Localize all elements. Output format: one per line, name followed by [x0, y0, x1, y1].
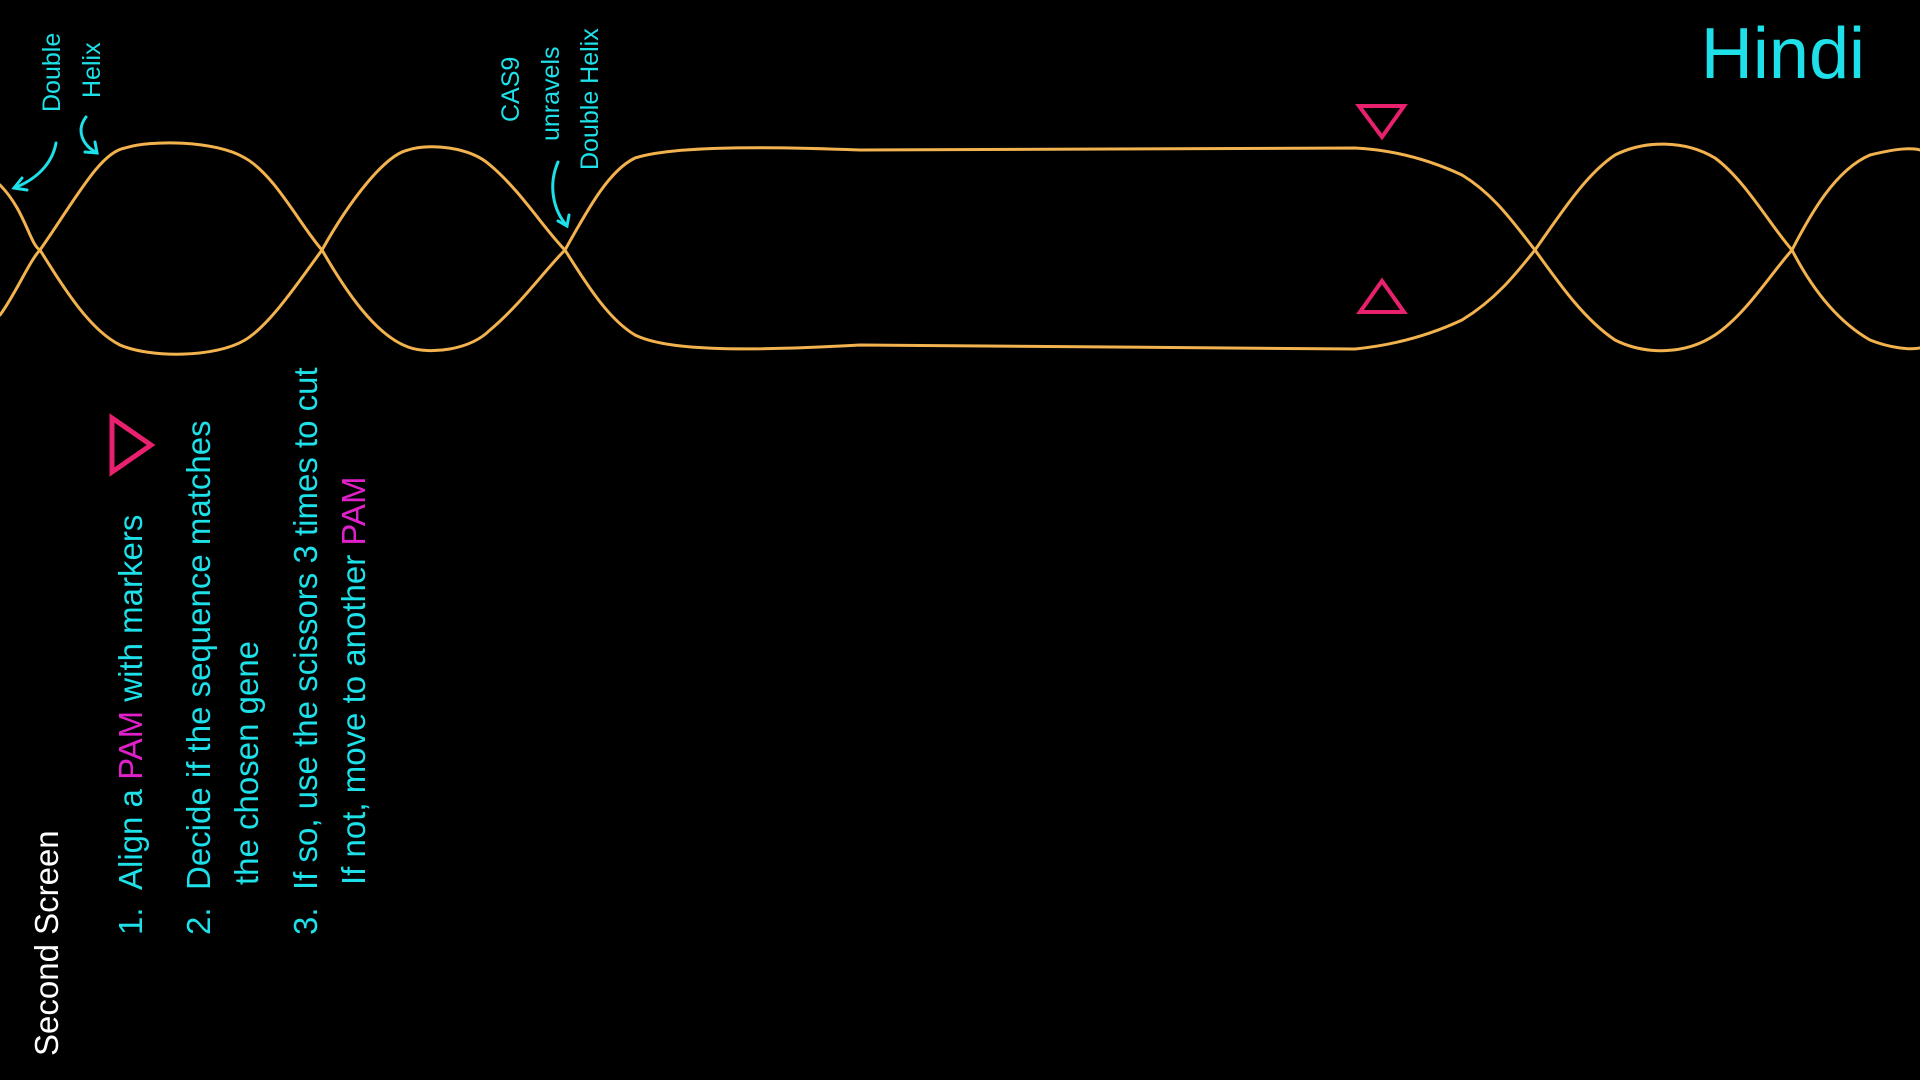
double-helix [0, 141, 1920, 356]
double-label: Double [38, 33, 66, 112]
language-title: Hindi [1701, 14, 1865, 94]
step-text: Align a [112, 780, 149, 890]
step-text: If so, use the scissors 3 times to cut [287, 367, 324, 890]
pam-highlight: PAM [112, 711, 149, 780]
bottom-marker-triangle-icon [1356, 277, 1408, 314]
instruction-list: 1. Align a PAM with markers 2. Decide if th… [112, 367, 372, 935]
step-text: If not, move to another [335, 546, 372, 885]
screen-label: Second Screen [28, 830, 65, 1056]
pam-highlight: PAM [335, 477, 372, 546]
helix-arrow-icon [83, 140, 99, 155]
pam-marker-triangle-icon [109, 413, 156, 477]
top-marker-triangle-icon [1355, 104, 1408, 141]
unravels-label: unravels [537, 47, 565, 142]
helix-arrow-icon [79, 115, 99, 155]
double-helix-label: Double Helix [576, 28, 604, 170]
step-text: the chosen gene [228, 641, 265, 885]
step-number: 2. [180, 907, 217, 935]
step-number: 3. [287, 907, 324, 935]
cas9-label: CAS9 [497, 57, 525, 122]
helix-label: Helix [78, 42, 106, 98]
helix-strand-2 [0, 247, 1920, 356]
step-line: If so, use the scissors 3 times to cut [287, 367, 324, 890]
step-line: Decide if the sequence matches [180, 420, 217, 890]
cas9-arrow-icon [551, 160, 569, 228]
annotation-arrows [11, 115, 571, 229]
step-text: Decide if the sequence matches [180, 420, 217, 890]
step-line: the chosen gene [228, 641, 265, 885]
double-helix-arrow-icon [12, 141, 58, 190]
step-number: 1. [112, 907, 149, 935]
double-helix-arrow-icon [11, 176, 29, 192]
step-text: with markers [112, 515, 149, 711]
step-line: If not, move to another PAM [335, 477, 372, 885]
cas9-arrow-icon [556, 213, 571, 229]
helix-strand-1 [0, 141, 1920, 253]
step-line: Align a PAM with markers [112, 515, 149, 890]
